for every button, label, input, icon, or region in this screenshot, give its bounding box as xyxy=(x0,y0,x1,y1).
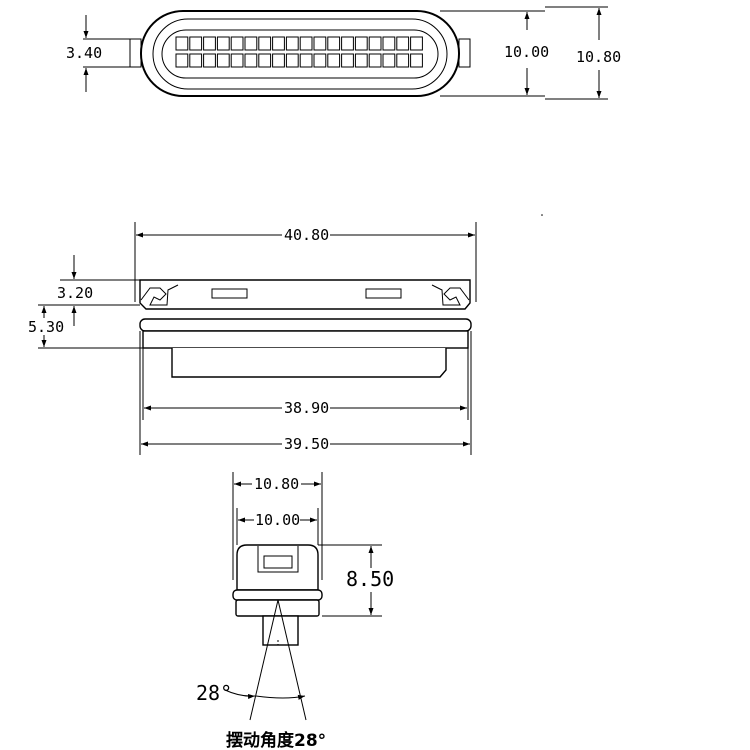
contact-cell xyxy=(382,53,396,68)
dim-40-80-label: 40.80 xyxy=(284,226,329,244)
contact-cell xyxy=(244,36,258,51)
contact-cell xyxy=(368,53,382,68)
contact-cell xyxy=(285,36,299,51)
contact-cell xyxy=(175,36,189,51)
dim-10-00-label: 10.00 xyxy=(504,43,549,61)
contact-cell xyxy=(203,36,216,51)
contact-cell xyxy=(258,36,272,51)
top-view-contact-face xyxy=(161,29,439,79)
side-view: 10.80 10.00 8.50 28° 摆动角度28° xyxy=(196,472,394,750)
contact-cell xyxy=(285,53,299,68)
contact-cell xyxy=(354,53,368,68)
dim-5-30-label: 5.30 xyxy=(28,318,64,336)
contact-cell xyxy=(230,36,244,51)
top-view-inner-shell xyxy=(152,18,448,90)
contact-cell xyxy=(354,36,368,51)
contact-cell xyxy=(410,53,423,68)
contact-cell xyxy=(175,53,189,68)
right-latch xyxy=(431,284,470,306)
contact-cell xyxy=(189,53,203,68)
top-view: 3.40 10.00 10.80 xyxy=(66,6,621,100)
flange xyxy=(139,318,472,332)
side-latch xyxy=(257,546,299,573)
connector-body xyxy=(171,348,447,378)
right-window xyxy=(365,288,402,299)
contact-cell xyxy=(272,36,285,51)
flange-lower xyxy=(142,330,469,349)
side-flange xyxy=(232,589,323,601)
contact-cell xyxy=(299,36,313,51)
dim-side-10-00-label: 10.00 xyxy=(255,511,300,529)
contact-cell xyxy=(382,36,396,51)
dim-3-40-label: 3.40 xyxy=(66,44,102,62)
front-view: 40.80 3.20 5.30 38.90 xyxy=(28,222,477,455)
stray-dot xyxy=(541,214,543,216)
contact-cell xyxy=(396,36,410,51)
latch-housing xyxy=(139,279,471,310)
contact-cell xyxy=(327,36,341,51)
dim-39-50-label: 39.50 xyxy=(284,435,329,453)
contact-cell xyxy=(313,53,327,68)
contact-cell xyxy=(410,36,423,51)
contact-cell xyxy=(230,53,244,68)
contact-cell xyxy=(244,53,258,68)
contact-cell xyxy=(299,53,313,68)
left-latch xyxy=(140,284,179,306)
contact-cell xyxy=(368,36,382,51)
dim-8-50-label: 8.50 xyxy=(346,567,394,591)
contact-cell xyxy=(216,36,230,51)
contact-cell xyxy=(396,53,410,68)
left-window xyxy=(211,288,248,299)
caption: 摆动角度28° xyxy=(226,730,326,750)
contact-cell xyxy=(258,53,272,68)
contact-cell xyxy=(327,53,341,68)
side-latch-window xyxy=(263,555,293,569)
angle-label: 28° xyxy=(196,681,232,705)
dim-3-20-label: 3.20 xyxy=(57,284,93,302)
contact-cell xyxy=(341,53,354,68)
contact-cell xyxy=(341,36,354,51)
contact-grid xyxy=(175,36,423,68)
contact-cell xyxy=(189,36,203,51)
top-view-left-tab xyxy=(129,38,142,68)
contact-cell xyxy=(216,53,230,68)
dim-38-90-label: 38.90 xyxy=(284,399,329,417)
dim-10-80-label: 10.80 xyxy=(576,48,621,66)
top-view-right-tab xyxy=(458,38,471,68)
dim-side-10-80-label: 10.80 xyxy=(254,475,299,493)
contact-cell xyxy=(203,53,216,68)
contact-cell xyxy=(272,53,285,68)
contact-cell xyxy=(313,36,327,51)
